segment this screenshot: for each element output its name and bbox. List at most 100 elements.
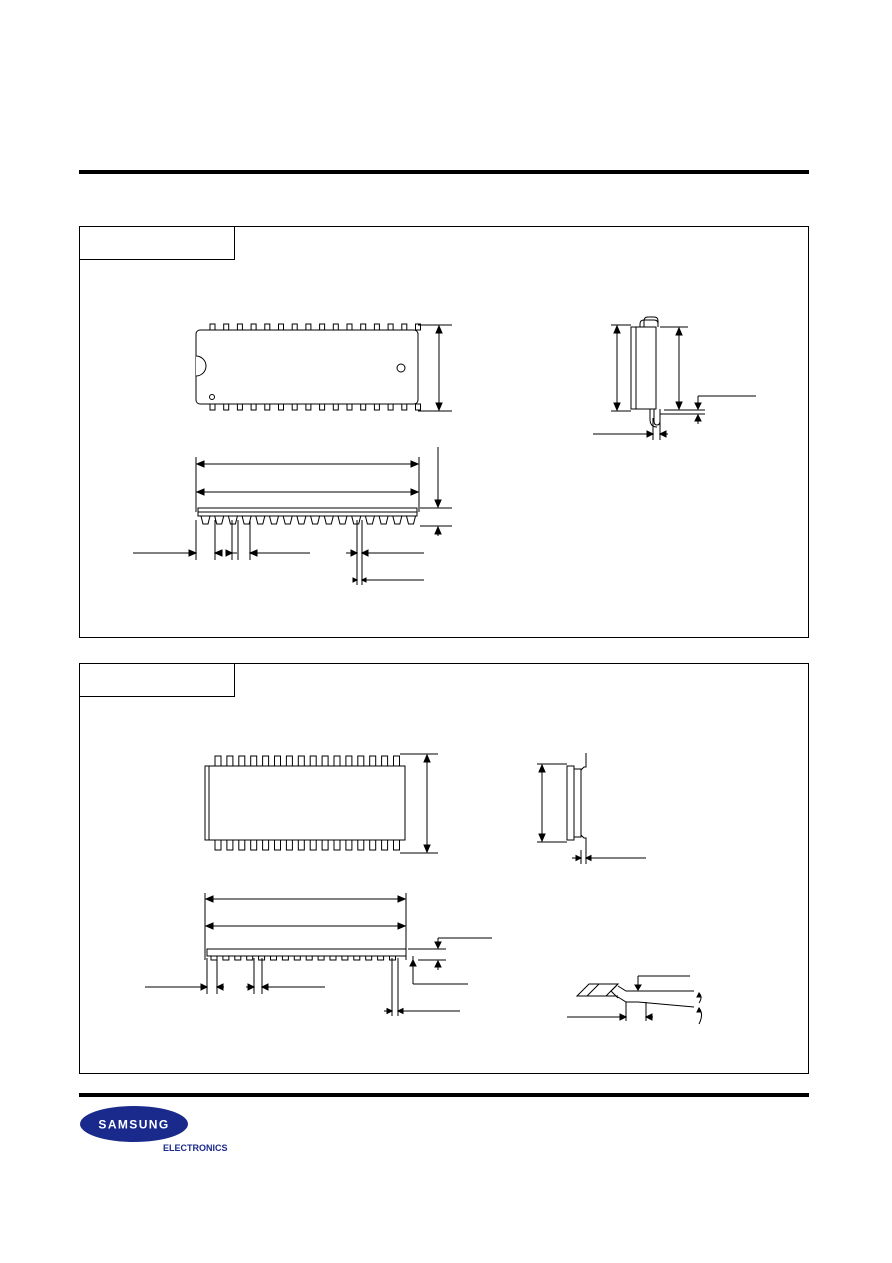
lead [222, 955, 230, 961]
pin [401, 323, 408, 331]
package-panel-sop [79, 663, 809, 1074]
pin [274, 755, 281, 767]
lead [258, 955, 266, 961]
lead [377, 955, 385, 961]
pin [319, 403, 326, 411]
pin [262, 839, 270, 851]
pin [274, 839, 281, 851]
lead [317, 955, 325, 961]
logo-ellipse [80, 1106, 188, 1142]
pin [305, 323, 312, 331]
pin [387, 403, 394, 411]
lead [227, 515, 239, 525]
lead [329, 955, 337, 961]
pin [236, 403, 243, 411]
pin [345, 755, 353, 767]
pin [333, 839, 341, 851]
lead [200, 515, 211, 525]
lead [268, 515, 280, 525]
lead [296, 515, 307, 525]
lead [389, 955, 396, 961]
panel-tab [79, 663, 235, 697]
pin [297, 839, 305, 851]
pin [309, 755, 317, 767]
dip-height-dimension [418, 324, 452, 412]
dip-front-view [133, 447, 452, 585]
pin [346, 323, 353, 331]
lead [281, 955, 289, 961]
lead [323, 515, 334, 525]
lead [364, 515, 376, 525]
logo-wordmark: SAMSUNG [98, 1118, 169, 1132]
lead [405, 515, 417, 525]
lead [214, 515, 225, 525]
pin [381, 755, 389, 767]
pin [415, 323, 421, 331]
pin [309, 839, 317, 851]
lead [305, 955, 313, 961]
pin [393, 839, 400, 851]
lead [246, 955, 254, 961]
sop-side-view [537, 753, 646, 864]
logo-subtext: ELECTRONICS [163, 1143, 228, 1153]
pin [357, 755, 365, 767]
lead [210, 955, 218, 961]
pin [238, 839, 246, 851]
pin [297, 755, 305, 767]
pin [321, 839, 329, 851]
pin [360, 403, 367, 411]
lead [255, 515, 266, 525]
pin [369, 755, 377, 767]
pin [226, 839, 234, 851]
sop-lead-detail [567, 975, 702, 1025]
pin [333, 755, 341, 767]
pin [373, 323, 380, 331]
pin [291, 403, 298, 411]
lead [378, 515, 389, 525]
pin [332, 403, 339, 411]
pin [264, 323, 271, 331]
pin [223, 403, 230, 411]
pin [332, 323, 339, 331]
pin [346, 403, 353, 411]
lead [282, 515, 293, 525]
lead [293, 955, 301, 961]
pin [278, 323, 284, 331]
lead [341, 955, 349, 961]
lead [365, 955, 373, 961]
header-rule [79, 170, 809, 174]
pin [305, 403, 312, 411]
lead [270, 955, 277, 961]
pin [360, 323, 367, 331]
pin [393, 755, 400, 767]
pin [236, 323, 243, 331]
samsung-logo: SAMSUNG [80, 1106, 188, 1142]
pin [321, 755, 329, 767]
pin [264, 403, 271, 411]
lead [309, 515, 321, 525]
pin [369, 839, 377, 851]
lead [351, 515, 362, 525]
pin [262, 755, 270, 767]
panel-tab [79, 226, 235, 260]
dip-top-view [195, 323, 421, 411]
pin [226, 755, 234, 767]
pin [401, 403, 408, 411]
pin [250, 323, 257, 331]
lead [337, 515, 348, 525]
pin [345, 839, 353, 851]
pin [291, 323, 298, 331]
sop-top-view [204, 753, 438, 854]
pin [278, 403, 284, 411]
pin [209, 403, 216, 411]
pin [250, 839, 258, 851]
dip-side-view [593, 316, 756, 440]
pin [238, 755, 246, 767]
pin [319, 323, 326, 331]
pin [250, 403, 257, 411]
pin [373, 403, 380, 411]
lead [353, 955, 361, 961]
pin [357, 839, 365, 851]
pin [381, 839, 389, 851]
